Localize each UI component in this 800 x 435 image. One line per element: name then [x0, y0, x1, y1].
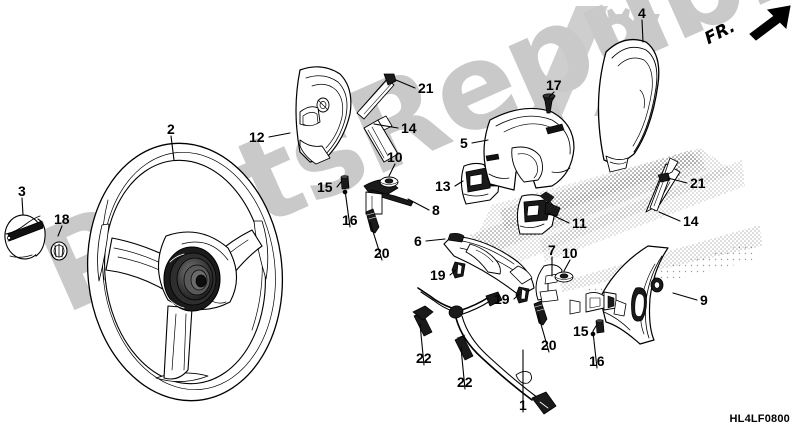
leader-line-collar-left — [336, 181, 342, 188]
callout-number-bolt-left: 21 — [418, 80, 434, 96]
callout-number-screw-tapping: 20 — [374, 245, 390, 261]
callout-number-pin-right: 16 — [589, 353, 605, 369]
leader-line-clip-lower — [513, 293, 520, 300]
part-20-screw-tapping-right — [533, 300, 548, 326]
front-direction-marker: FR. — [701, 4, 794, 56]
leader-line-screw-left — [373, 123, 399, 129]
callout-number-left-paddle-cover: 12 — [249, 129, 265, 145]
callout-number-steering-cable: 1 — [519, 397, 527, 413]
callout-number-right-grip-cover: 4 — [638, 5, 646, 21]
callout-number-switch-base: 7 — [548, 242, 556, 258]
part-10-washer-left — [379, 176, 399, 188]
part-11-right-switch — [516, 191, 561, 235]
part-3-center-cap — [4, 214, 46, 260]
callout-number-clip: 17 — [546, 77, 562, 93]
leader-line-steering-wheel — [170, 135, 175, 161]
leader-line-lower-bracket — [425, 238, 446, 242]
callout-number-screw-left: 14 — [401, 120, 417, 136]
part-10-washer-right — [554, 271, 574, 283]
callout-number-horn-contact-pin: 8 — [432, 202, 440, 218]
leader-line-screw-tapping-right — [537, 313, 550, 353]
leader-line-screw-tapping — [369, 221, 383, 261]
part-20-screw-tapping-left — [365, 208, 380, 234]
leader-line-pin-right — [592, 331, 598, 369]
part-15-collar-right — [595, 319, 605, 334]
callout-number-lock-nut: 18 — [54, 211, 70, 227]
part-5-column-cover — [483, 107, 575, 191]
callout-number-steering-wheel: 2 — [167, 121, 175, 137]
diagram-code: HL4LF0800 — [729, 413, 790, 425]
callout-number-collar-right: 15 — [573, 323, 589, 339]
part-21-bolt-right — [649, 172, 671, 212]
callout-number-clip-lower: 19 — [494, 291, 510, 307]
part-22-bolt-b — [454, 334, 474, 361]
leader-line-horn-contact-pin — [407, 198, 430, 211]
part-15-collar-left — [340, 175, 350, 190]
right-switch-mount-cluster — [569, 291, 627, 317]
callout-number-screw-right: 14 — [683, 213, 699, 229]
leader-line-screw-right — [658, 211, 681, 222]
part-9-right-paddle — [599, 245, 669, 345]
leader-line-bolt-right — [667, 177, 688, 184]
leader-line-lock-nut — [57, 225, 63, 237]
leader-line-right-grip-cover — [641, 19, 644, 43]
part-6-lower-bracket — [443, 232, 535, 297]
callout-number-column-cover: 5 — [460, 135, 468, 151]
callout-number-pin-left: 16 — [342, 212, 358, 228]
part-7-switch-base — [535, 264, 563, 303]
callout-number-washer-left: 10 — [387, 149, 403, 165]
part-2-steering-wheel — [86, 142, 284, 402]
callout-number-collar-left: 15 — [317, 179, 333, 195]
callout-number-left-switch: 13 — [435, 178, 451, 194]
leader-line-washer-right — [563, 259, 571, 272]
leader-line-bolt-left — [395, 79, 416, 89]
leader-line-left-switch — [454, 180, 464, 187]
part-19-clip-upper — [451, 261, 466, 279]
callout-number-washer-right: 10 — [562, 245, 578, 261]
callout-number-bolt-lower-right: 22 — [457, 374, 473, 390]
callout-number-screw-tapping-right: 20 — [541, 337, 557, 353]
leader-line-washer-left — [388, 163, 396, 177]
callout-number-right-switch: 11 — [572, 215, 587, 231]
leader-line-pin-left — [344, 189, 351, 228]
callout-number-bolt-lower-left: 22 — [416, 350, 432, 366]
leader-line-right-switch — [547, 212, 570, 224]
leader-line-bolt-lower-right — [460, 347, 466, 390]
part-19-clip-lower — [515, 286, 530, 304]
part-12-left-paddle-cover — [295, 66, 352, 165]
leader-line-clip-upper — [449, 269, 457, 276]
callout-number-center-cap: 3 — [18, 183, 26, 199]
callout-number-right-paddle: 9 — [700, 292, 708, 308]
callout-number-clip-upper: 19 — [430, 267, 446, 283]
leader-line-collar-right — [592, 325, 597, 332]
leader-line-column-cover — [471, 139, 489, 144]
leader-line-right-paddle — [672, 292, 698, 301]
callout-number-bolt-right: 21 — [690, 175, 706, 191]
leader-line-left-paddle-cover — [268, 132, 291, 138]
part-18-lock-nut — [50, 241, 68, 261]
part-4-right-grip-cover — [597, 38, 660, 173]
leader-line-bolt-lower-left — [419, 323, 425, 366]
part-21-bolt-left — [356, 73, 397, 120]
leader-line-center-cap — [21, 197, 24, 216]
callout-number-lower-bracket: 6 — [414, 233, 422, 249]
part-1-steering-cable — [412, 287, 557, 415]
